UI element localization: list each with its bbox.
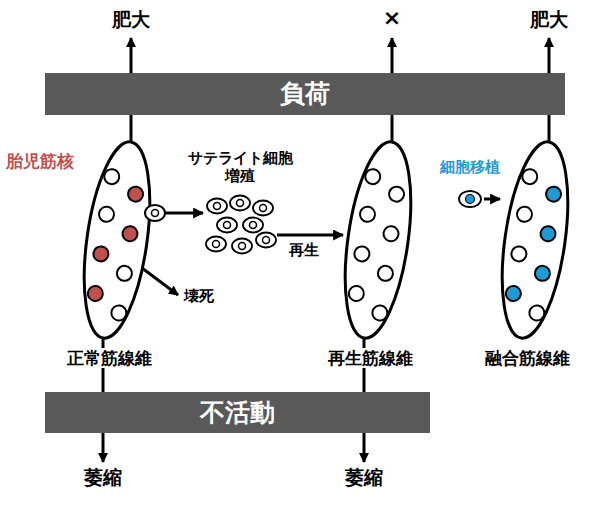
myonucleus (353, 245, 370, 262)
myonucleus (98, 206, 115, 223)
myonucleus (122, 225, 139, 242)
fetal-nuclei-label: 胎児筋核 (6, 151, 74, 171)
myonucleus (116, 265, 133, 282)
effect-label: 萎縮 (84, 466, 122, 489)
satellite-nucleus (224, 222, 231, 229)
inactivity-band: 不活動 (45, 392, 430, 433)
fiber-caption: 正常筋線維 (65, 348, 154, 368)
fiber-link-line (391, 114, 394, 142)
cell-outline (459, 191, 481, 207)
fiber-outline (492, 138, 579, 342)
muscle-fiber-shape (502, 140, 568, 340)
transplant-cell-shape (458, 190, 482, 208)
myonucleus (516, 206, 533, 223)
myonucleus (521, 168, 538, 185)
myonucleus (377, 265, 394, 282)
myonucleus (371, 304, 388, 321)
myonucleus (540, 225, 557, 242)
satellite-nucleus (152, 210, 159, 217)
satellite-cell (256, 233, 276, 248)
effect-label: 肥大 (112, 8, 150, 31)
satellite-nucleus (214, 203, 221, 210)
atrophy-arrow (363, 432, 366, 462)
myonucleus (110, 304, 127, 321)
myonucleus (359, 206, 376, 223)
load-band: 負荷 (45, 73, 565, 115)
band-label: 負荷 (280, 79, 330, 109)
satellite-cluster: サテライト細胞 増殖 (205, 195, 275, 255)
hypertrophy-arrow (130, 38, 133, 73)
transplant-cell: 細胞移植 (458, 190, 482, 208)
satellite-cell (206, 237, 226, 252)
normal-fiber: 正常筋線維 (84, 140, 150, 340)
satellite-cell (243, 218, 263, 233)
process-arrow (484, 198, 500, 201)
myonucleus (87, 285, 104, 302)
myonucleus (545, 186, 562, 203)
no-effect-arrow (391, 38, 394, 73)
myonucleus (505, 285, 522, 302)
atrophy-arrow (102, 432, 105, 462)
regenerated-fiber: 再生筋線維 (345, 140, 411, 340)
satellite-cell (230, 196, 250, 211)
myonucleus (528, 304, 545, 321)
myonucleus (103, 168, 120, 185)
satellite-cell (217, 218, 237, 233)
effect-label: 萎縮 (345, 466, 383, 489)
satellite-cell (207, 199, 227, 214)
fiber-link-line (548, 114, 551, 142)
satellite-nucleus (237, 200, 244, 207)
myonucleus (348, 285, 365, 302)
myonucleus (364, 168, 381, 185)
fiber-outline (335, 138, 422, 342)
satellite-nucleus (239, 243, 246, 250)
cell-heading: 細胞移植 (440, 158, 500, 176)
hypertrophy-arrow (548, 38, 551, 73)
satellite-cell (253, 201, 273, 216)
satellite-cell (145, 205, 165, 221)
myonucleus (383, 225, 400, 242)
effect-label: × (383, 5, 401, 31)
myonucleus (388, 186, 405, 203)
necrosis-label: 壊死 (184, 287, 214, 305)
cell-heading: サテライト細胞 増殖 (185, 149, 296, 185)
myonucleus (510, 245, 527, 262)
myonucleus (92, 245, 109, 262)
myonucleus (127, 186, 144, 203)
band-label: 不活動 (200, 398, 275, 428)
fused-fiber: 融合筋線維 (502, 140, 568, 340)
fiber-outline (74, 138, 161, 342)
muscle-fiber-shape (84, 140, 150, 340)
process-arrow (277, 234, 343, 237)
satellite-nucleus (263, 237, 270, 244)
fiber-link-line (130, 114, 133, 142)
cell-nucleus (466, 195, 475, 204)
muscle-fiber-shape (345, 140, 411, 340)
proliferating-cells (205, 195, 275, 255)
satellite-cell (232, 239, 252, 254)
fiber-caption: 再生筋線維 (326, 348, 415, 368)
effect-label: 肥大 (530, 8, 568, 31)
fiber-caption: 融合筋線維 (483, 348, 572, 368)
myonucleus (534, 265, 551, 282)
edge-label: 再生 (287, 241, 321, 259)
satellite-nucleus (213, 241, 220, 248)
satellite-nucleus (250, 222, 257, 229)
satellite-nucleus (260, 205, 267, 212)
necrosis-arrow (142, 268, 178, 295)
